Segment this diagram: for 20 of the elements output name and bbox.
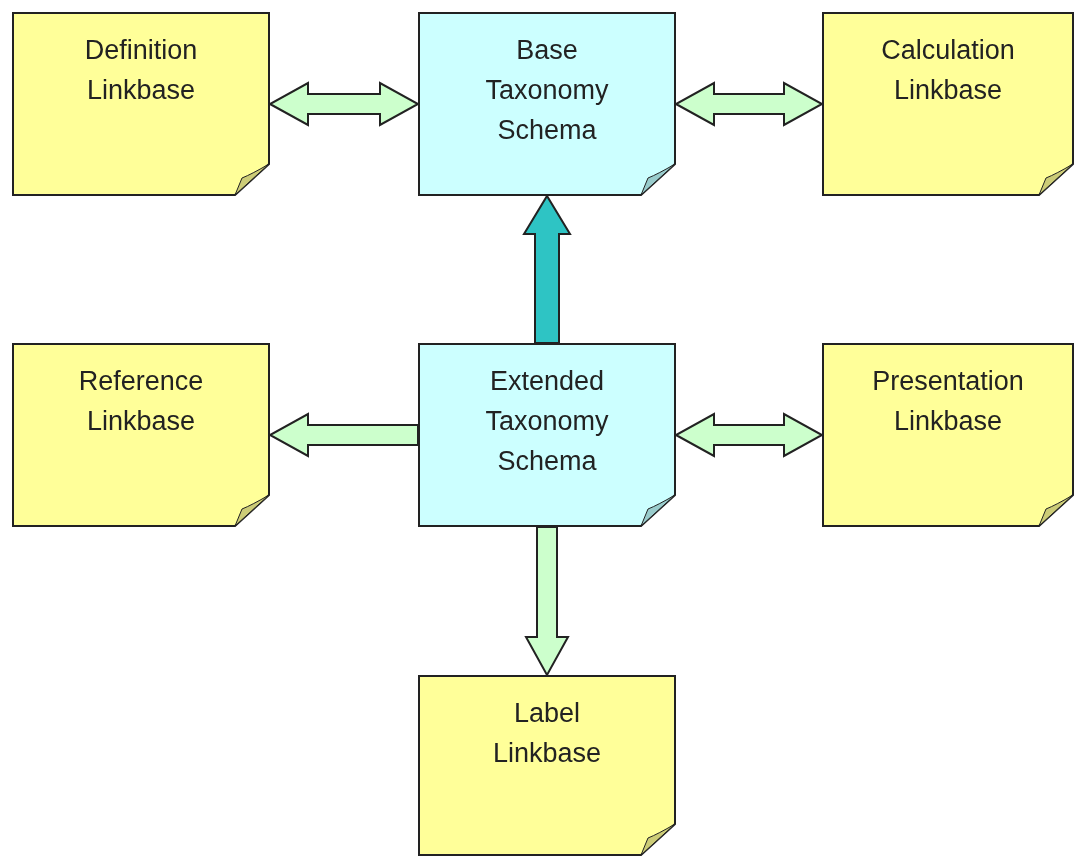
box-label: Calculation Linkbase xyxy=(880,34,1016,107)
block-arrow xyxy=(267,81,421,127)
box-label: Presentation Linkbase xyxy=(871,365,1025,438)
note-box xyxy=(418,675,676,856)
block-arrow xyxy=(524,526,570,678)
note-box xyxy=(12,12,270,196)
note-box xyxy=(822,343,1074,527)
box-label: Definition Linkbase xyxy=(83,34,199,107)
note-box xyxy=(822,12,1074,196)
box-label: Extended Taxonomy Schema xyxy=(484,365,610,478)
note-box xyxy=(418,343,676,527)
note-box xyxy=(418,12,676,196)
box-label: Label Linkbase xyxy=(491,697,603,770)
block-arrow xyxy=(522,194,572,344)
block-arrow xyxy=(673,412,825,458)
box-label: Reference Linkbase xyxy=(77,365,205,438)
note-box xyxy=(12,343,270,527)
block-arrow xyxy=(267,412,419,458)
box-label: Base Taxonomy Schema xyxy=(484,34,610,147)
block-arrow xyxy=(673,81,825,127)
